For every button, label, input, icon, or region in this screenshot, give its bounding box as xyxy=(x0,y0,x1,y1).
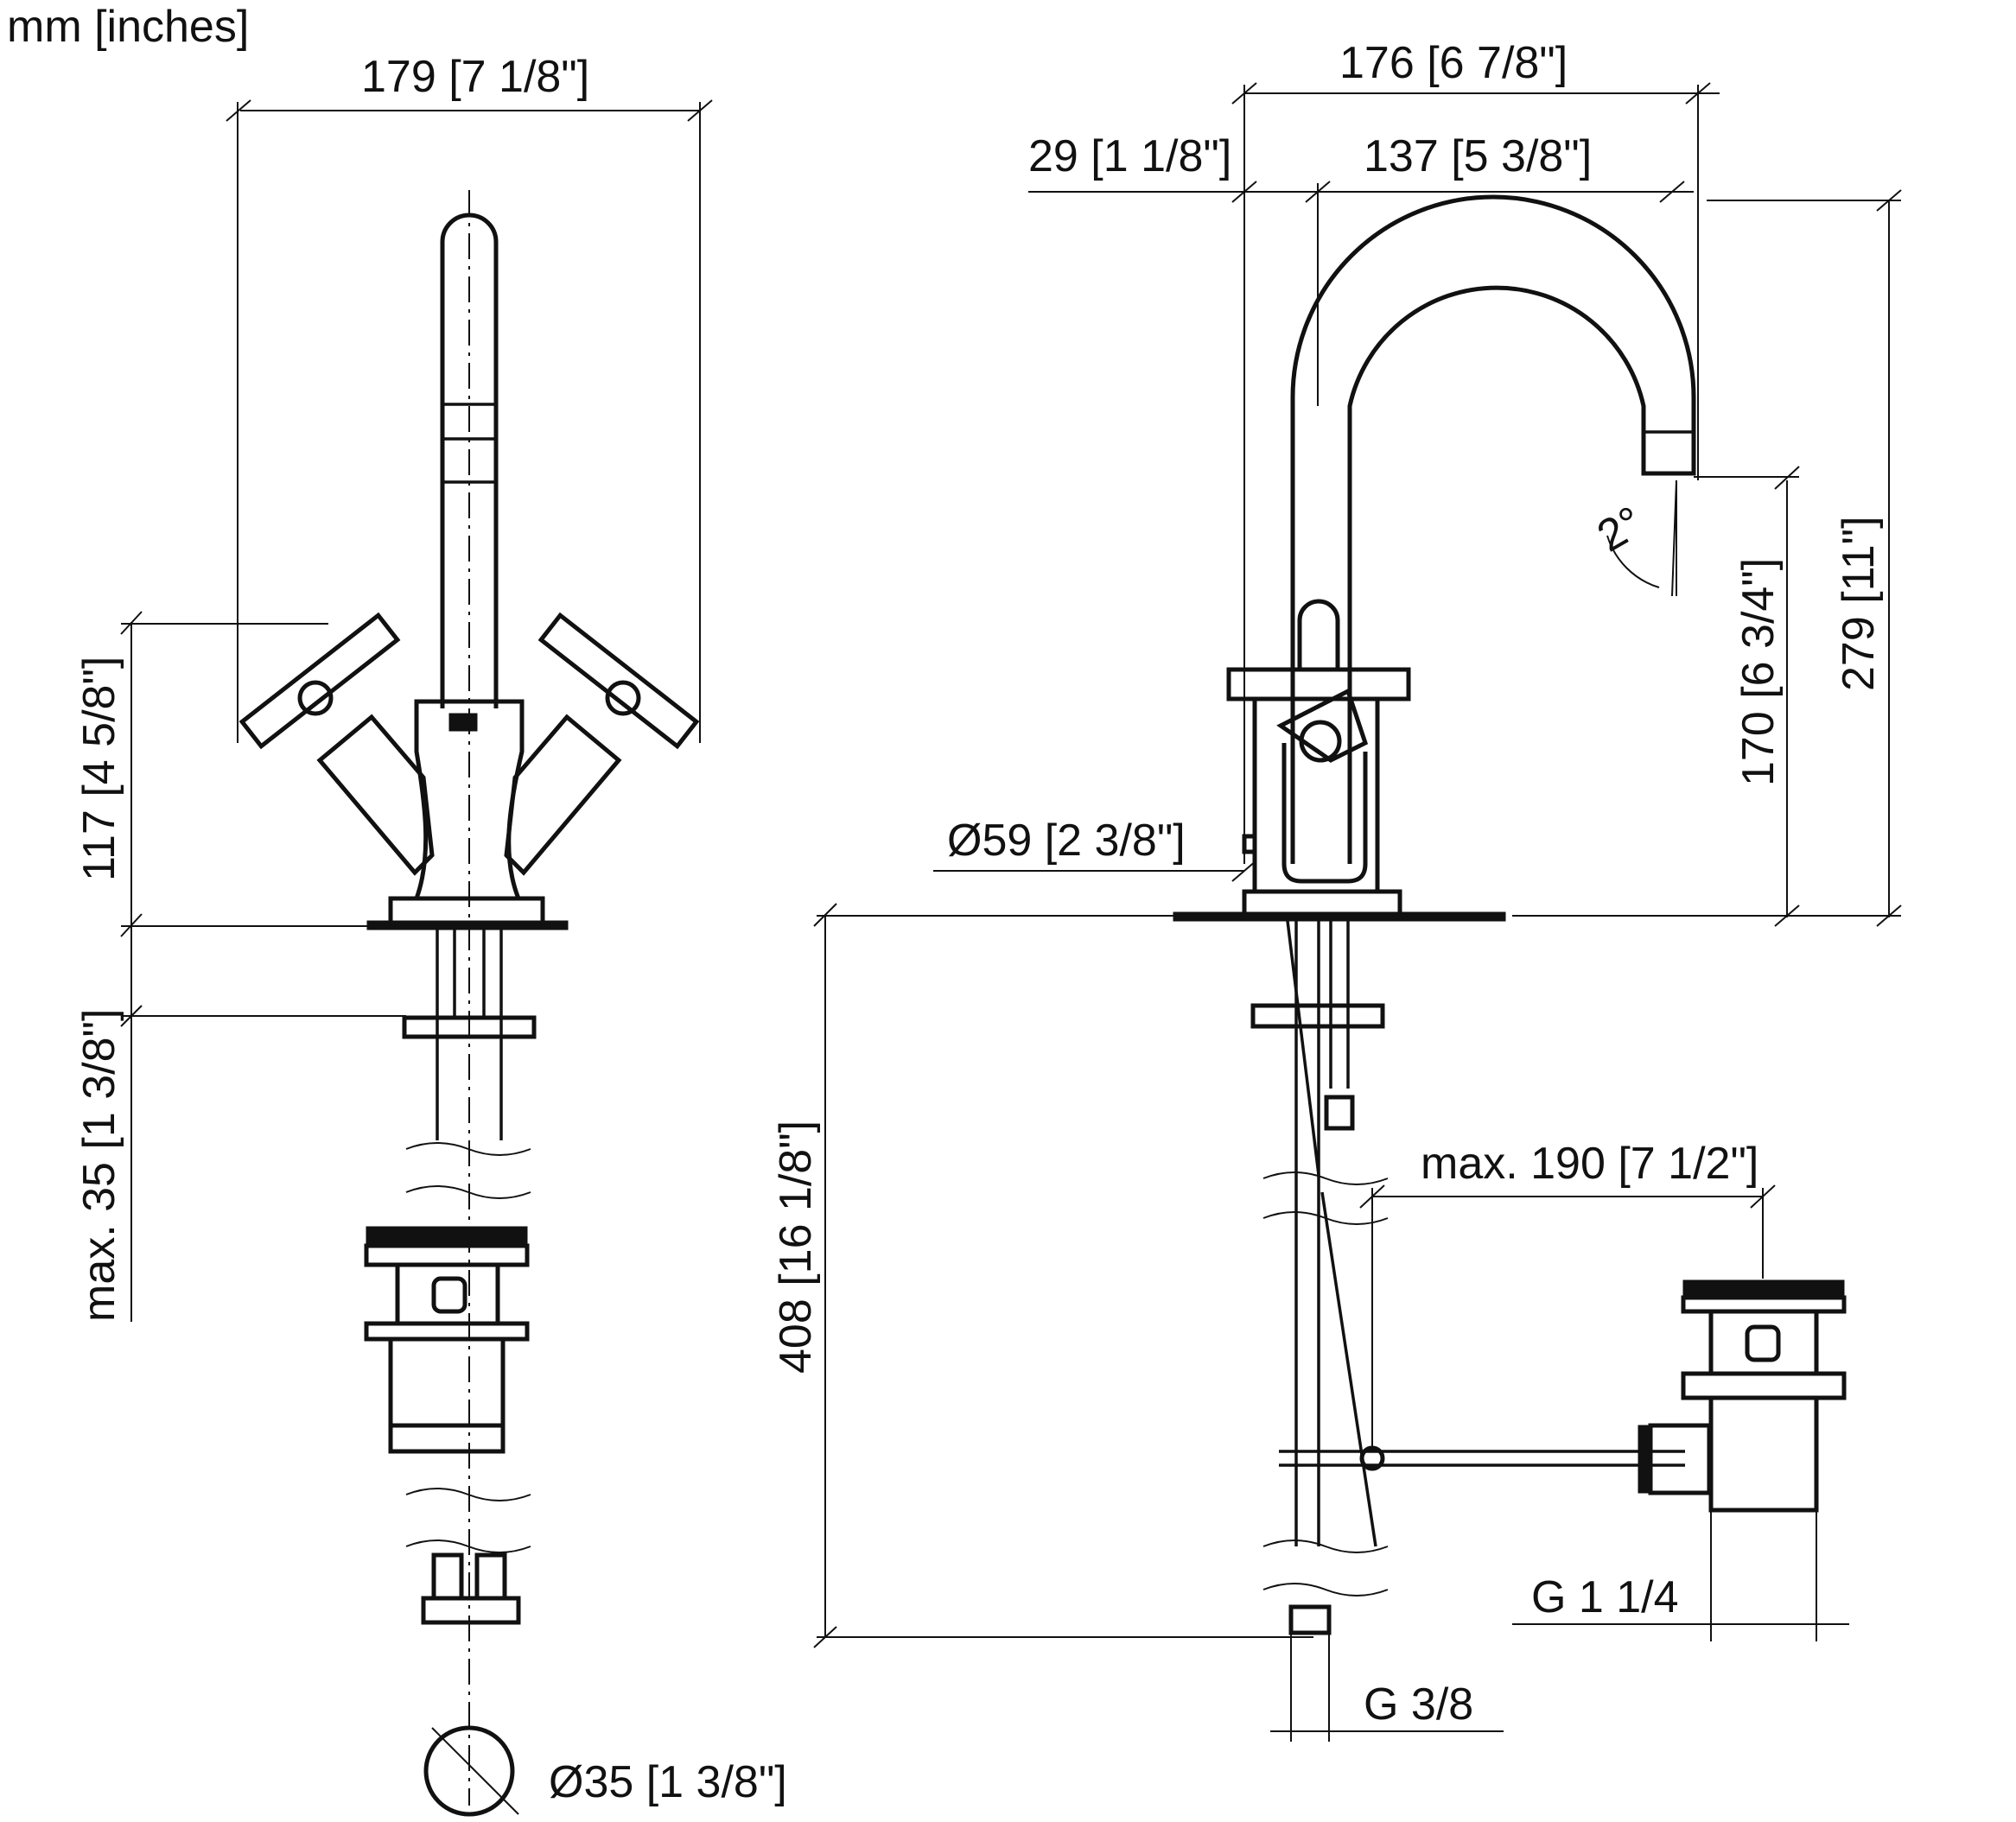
dim-base-diameter-label: Ø59 [2 3/8"] xyxy=(947,816,1186,866)
dim-below-deck-label: 408 [16 1/8"] xyxy=(771,1120,821,1374)
dim-below-deck: 408 [16 1/8"] xyxy=(771,903,1313,1648)
dim-side-reach-label: 137 [5 3/8"] xyxy=(1364,131,1592,181)
front-left-handle xyxy=(238,612,435,876)
dim-spout-height-label: 170 [6 3/4"] xyxy=(1733,558,1784,786)
brand-logo xyxy=(448,713,478,732)
dim-side-depth: 176 [6 7/8"] xyxy=(1231,38,1720,864)
dim-hole-diameter-label: Ø35 [1 3/8"] xyxy=(549,1757,787,1807)
dim-side-height: 279 [11"] xyxy=(1512,189,1902,927)
dim-front-handle-height-label: 117 [4 5/8"] xyxy=(74,657,124,881)
side-nut-plate xyxy=(1250,1003,1385,1029)
front-right-handle xyxy=(504,612,700,876)
units-note: mm [inches] xyxy=(7,2,249,52)
dim-drain-thread-label: G 1 1/4 xyxy=(1531,1572,1679,1622)
dim-front-deck: max. 35 [1 3/8"] xyxy=(74,926,406,1322)
front-supply-nuts xyxy=(421,1552,521,1625)
dim-spout-height: 170 [6 3/4"] xyxy=(1694,466,1800,927)
dim-spout-angle-label: 2° xyxy=(1589,497,1651,562)
dim-front-width: 179 [7 1/8"] xyxy=(226,52,713,743)
front-spout xyxy=(440,213,499,708)
dim-rod-length: max. 190 [7 1/2"] xyxy=(1359,1139,1776,1451)
pop-up-rod xyxy=(1279,1445,1685,1471)
dim-drain-thread: G 1 1/4 xyxy=(1512,1510,1849,1641)
dim-front-handle-height: 117 [4 5/8"] xyxy=(74,611,380,937)
dim-side-reach: 137 [5 3/8"] 29 [1 1/8"] xyxy=(1028,131,1694,406)
side-supply-nut xyxy=(1288,1604,1332,1635)
side-deck xyxy=(1173,911,1506,922)
front-hole-diameter: Ø35 [1 3/8"] xyxy=(423,1725,787,1817)
dim-base-diameter: Ø59 [2 3/8"] xyxy=(933,816,1257,882)
front-nut-plate xyxy=(402,1015,537,1039)
dim-side-offset-label: 29 [1 1/8"] xyxy=(1028,131,1231,181)
dim-spout-angle: 2° xyxy=(1589,479,1677,597)
dim-supply-thread-label: G 3/8 xyxy=(1364,1679,1473,1730)
front-view: 179 [7 1/8"] xyxy=(74,52,787,1817)
dim-supply-thread: G 3/8 xyxy=(1270,1633,1504,1742)
dim-side-depth-label: 176 [6 7/8"] xyxy=(1339,38,1568,88)
dim-front-deck-label: max. 35 [1 3/8"] xyxy=(74,1009,124,1322)
side-spout xyxy=(1290,194,1696,864)
side-base xyxy=(1242,889,1402,917)
dim-front-width-label: 179 [7 1/8"] xyxy=(361,52,589,102)
front-base xyxy=(388,896,545,925)
front-deck xyxy=(366,920,569,930)
side-view: 176 [6 7/8"] 137 [5 3/8"] 29 [1 1/8"] 2° xyxy=(771,38,1902,1742)
dim-side-height-label: 279 [11"] xyxy=(1834,516,1884,691)
side-lever xyxy=(1281,743,1368,884)
dim-rod-length-label: max. 190 [7 1/2"] xyxy=(1421,1139,1758,1189)
front-waste xyxy=(364,1226,530,1454)
side-handle xyxy=(1226,599,1411,763)
side-waste xyxy=(1638,1279,1847,1513)
